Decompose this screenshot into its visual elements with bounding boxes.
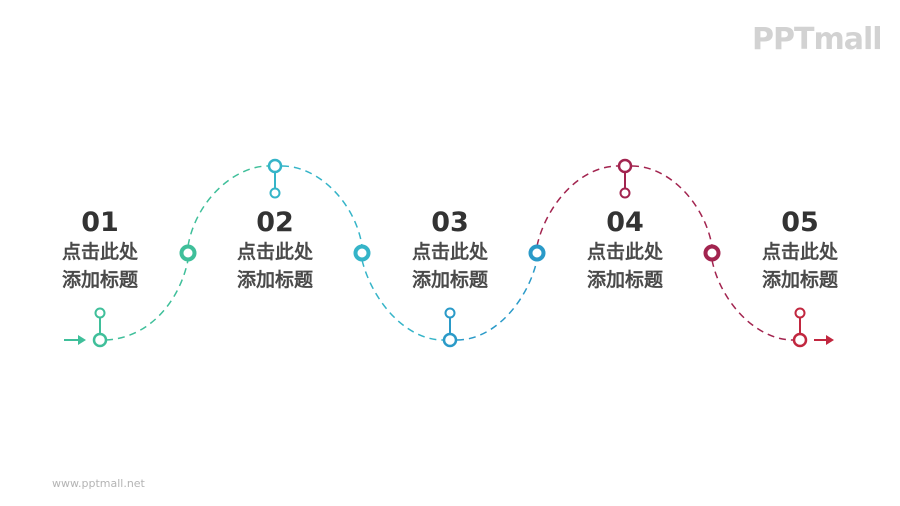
junction-1-2-icon — [179, 244, 197, 262]
step-title-line1[interactable]: 点击此处 — [236, 241, 313, 263]
step-5[interactable]: 05 点击此处 添加标题 — [740, 208, 860, 294]
step-number: 04 — [606, 207, 644, 238]
node-5-marker-icon — [792, 307, 808, 348]
junction-2-3-icon — [353, 244, 371, 262]
node-4-marker-icon — [617, 158, 633, 199]
step-title-line1[interactable]: 点击此处 — [411, 241, 488, 263]
step-title-line2[interactable]: 添加标题 — [411, 269, 488, 291]
footer-url: www.pptmall.net — [52, 477, 145, 490]
step-number: 03 — [431, 207, 469, 238]
junction-4-5-icon — [703, 244, 721, 262]
node-3-marker-icon — [442, 307, 458, 348]
start-arrow-icon — [64, 335, 86, 345]
step-4[interactable]: 04 点击此处 添加标题 — [565, 208, 685, 294]
step-title-line2[interactable]: 添加标题 — [761, 269, 838, 291]
step-1[interactable]: 01 点击此处 添加标题 — [40, 208, 160, 294]
node-2-marker-icon — [267, 158, 283, 199]
step-number: 02 — [256, 207, 294, 238]
step-title-line1[interactable]: 点击此处 — [586, 241, 663, 263]
step-number: 01 — [81, 207, 119, 238]
end-arrow-icon — [814, 335, 834, 345]
step-title-line2[interactable]: 添加标题 — [586, 269, 663, 291]
step-number: 05 — [781, 207, 819, 238]
node-1-marker-icon — [92, 307, 108, 348]
step-title-line2[interactable]: 添加标题 — [236, 269, 313, 291]
step-title-line1[interactable]: 点击此处 — [61, 241, 138, 263]
pptmall-logo: PPTmall — [752, 22, 883, 57]
step-2[interactable]: 02 点击此处 添加标题 — [215, 208, 335, 294]
junction-3-4-icon — [528, 244, 546, 262]
step-title-line2[interactable]: 添加标题 — [61, 269, 138, 291]
step-3[interactable]: 03 点击此处 添加标题 — [390, 208, 510, 294]
step-title-line1[interactable]: 点击此处 — [761, 241, 838, 263]
